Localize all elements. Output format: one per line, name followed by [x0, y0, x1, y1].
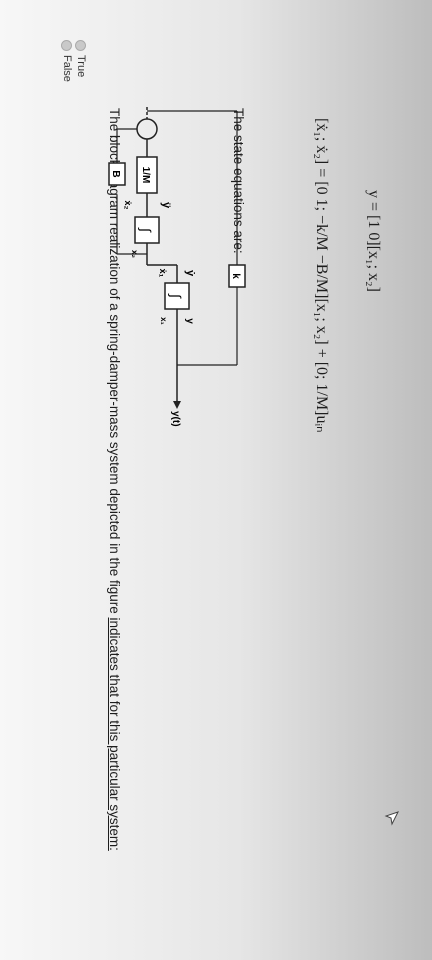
- radio-true[interactable]: [75, 40, 87, 51]
- summing-junction: [136, 118, 158, 140]
- label-x2-dot: ẋ₂: [123, 200, 133, 209]
- gain-b-label: B: [110, 170, 121, 177]
- integrator-1-label: ∫: [138, 227, 154, 233]
- option-true-label: True: [75, 55, 87, 78]
- gain-1-over-m-label: 1/M: [140, 167, 151, 184]
- output-equation: y = [1 0][x₁; x₂]: [365, 190, 382, 292]
- question-underlined: indicates that for this particular syste…: [107, 617, 122, 851]
- label-y-ddot: ÿ: [160, 202, 172, 209]
- mouse-cursor-icon: [384, 811, 399, 826]
- label-x1: x₁: [159, 317, 168, 325]
- label-y: y: [184, 318, 195, 324]
- label-x1-dot: ẋ₁: [158, 269, 168, 278]
- option-false-label: False: [61, 55, 73, 82]
- gain-k-label: k: [230, 273, 241, 279]
- output-label: y(t): [170, 411, 181, 427]
- state-equations-label: The state equations are:: [231, 108, 246, 254]
- integrator-2-label: ∫: [168, 293, 184, 299]
- answer-options: True False: [59, 40, 87, 82]
- block-diagram: 1/M ∫ ÿ ẋ₂ x₂ ẏ ẋ₁ ∫ y x₁ y(t) B k: [108, 105, 246, 427]
- option-true[interactable]: True: [75, 40, 87, 82]
- radio-false[interactable]: [61, 40, 73, 51]
- label-y-dot: ẏ: [184, 270, 196, 277]
- option-false[interactable]: False: [61, 40, 73, 82]
- state-equation: [ẋ₁; ẋ₂] = [0 1; −k/M −B/M][x₁; x₂] + [0…: [313, 118, 330, 433]
